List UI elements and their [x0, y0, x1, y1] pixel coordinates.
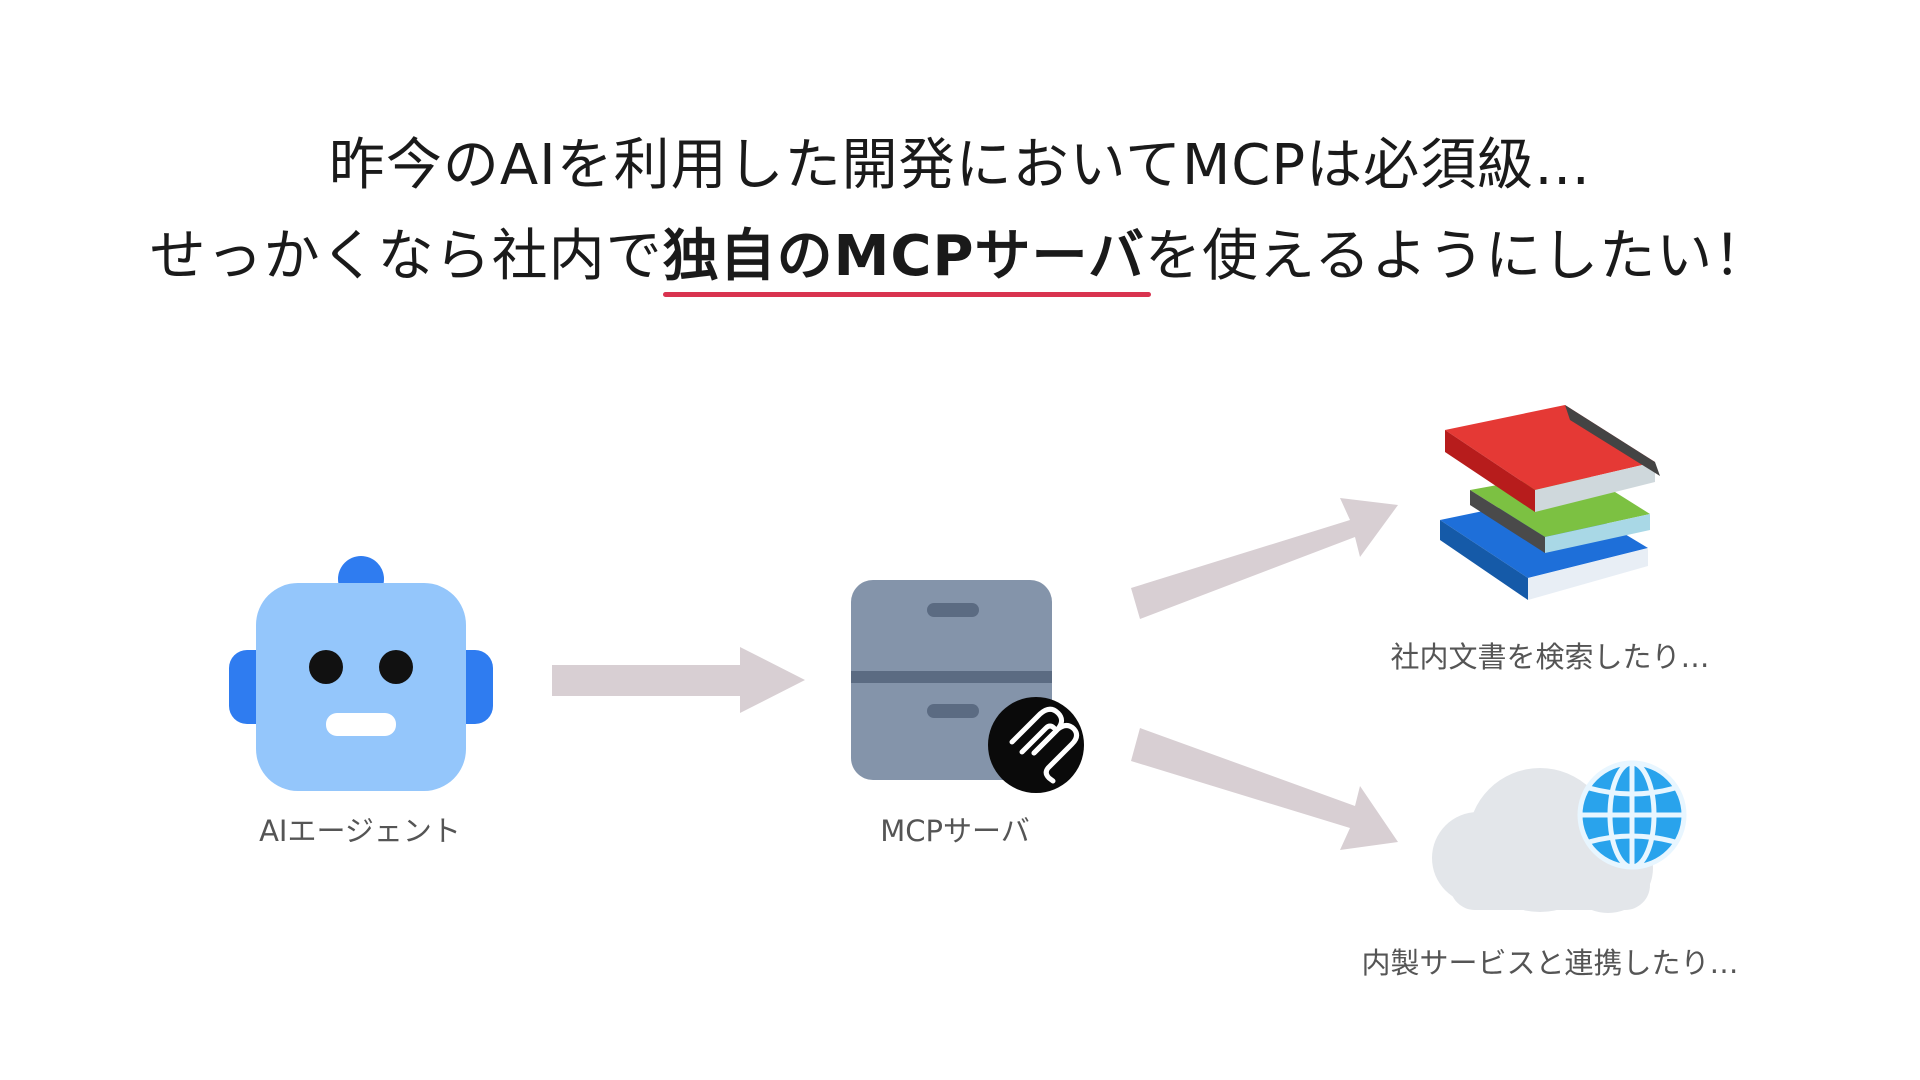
arrow-server-to-service — [1131, 728, 1398, 850]
arrow-server-to-docs — [1131, 498, 1398, 619]
headline-emphasis: 独自のMCPサーバ — [662, 224, 1152, 297]
headline-line-1-text: 昨今のAIを利用した開発においてMCPは必須級… — [328, 133, 1592, 198]
headline-line-2-after: を使えるようにしたい！ — [1144, 224, 1771, 289]
agent-label: AIエージェント — [259, 814, 461, 848]
headline-line-2: せっかくなら社内で独自のMCPサーバを使えるようにしたい！ — [0, 224, 1920, 297]
headline-line-2-before: せっかくなら社内で — [149, 224, 663, 289]
mcp-logo-icon — [988, 697, 1084, 793]
cloud-globe-icon — [1432, 760, 1687, 913]
service-label: 内製サービスと連携したり… — [1361, 946, 1739, 980]
headline-line-1: 昨今のAIを利用した開発においてMCPは必須級… — [0, 138, 1920, 194]
server-label: MCPサーバ — [880, 814, 1030, 848]
robot-icon — [229, 556, 493, 791]
docs-label: 社内文書を検索したり… — [1390, 640, 1710, 674]
books-icon — [1440, 405, 1660, 600]
arrow-agent-to-server — [552, 647, 805, 713]
